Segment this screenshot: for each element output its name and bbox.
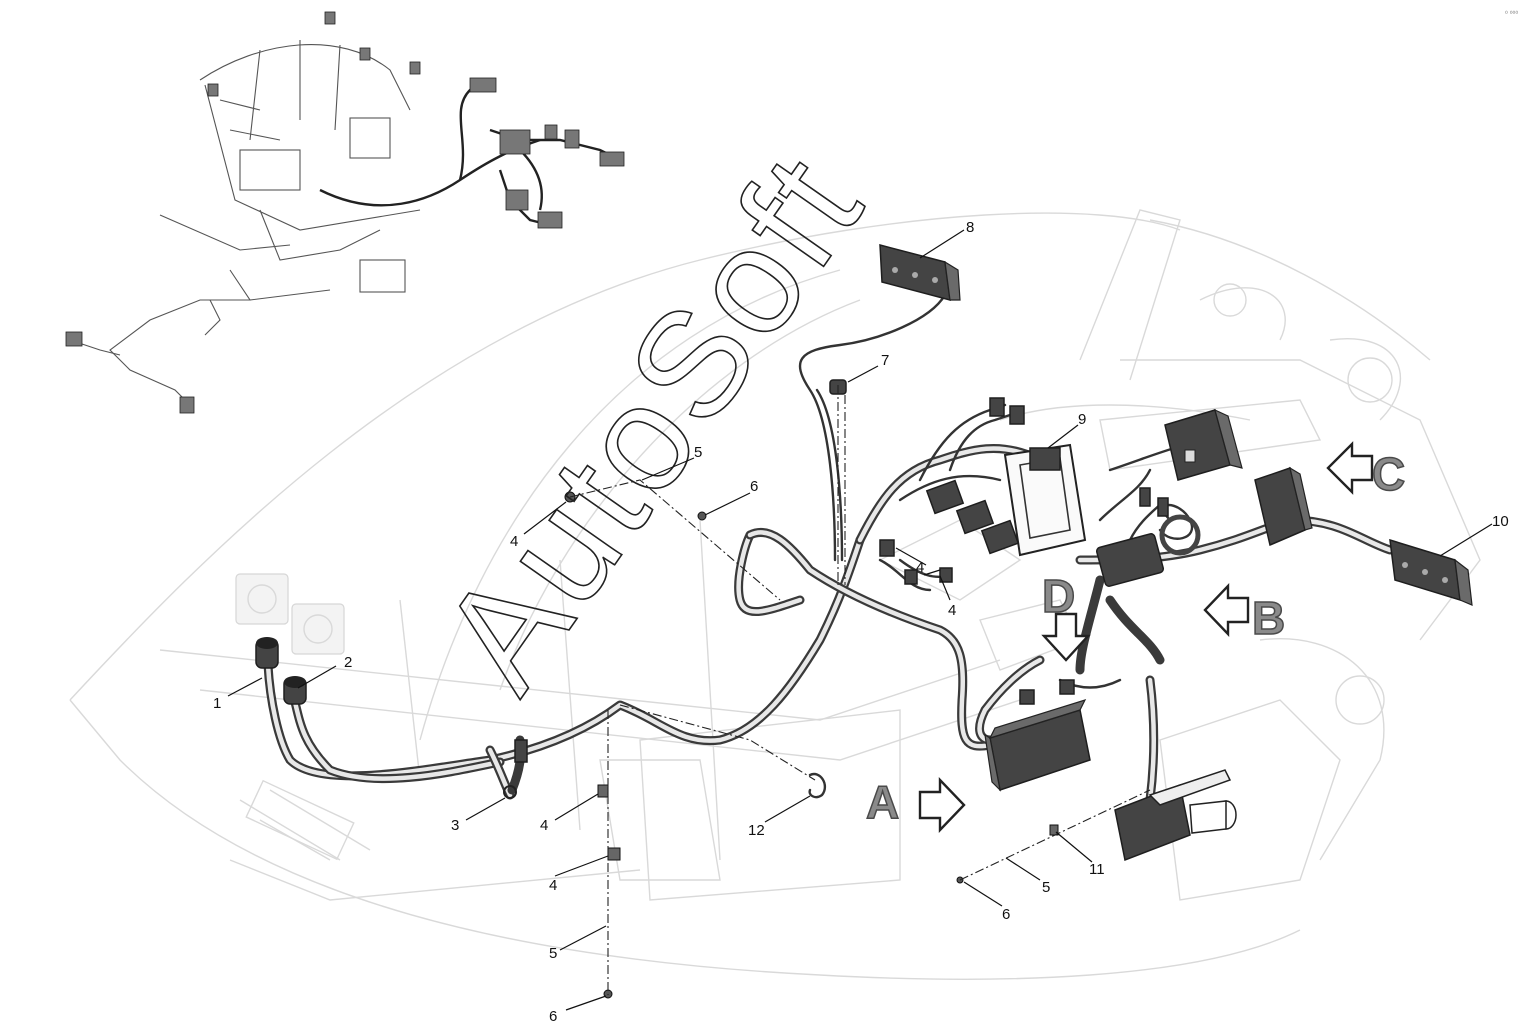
harness-clamp-3 [514, 739, 528, 763]
callout-8: 8 [966, 219, 974, 236]
battery [984, 679, 1091, 792]
callout-5: 5 [694, 444, 702, 461]
fastener-4-low [607, 847, 621, 861]
callout-2: 2 [344, 654, 352, 671]
callout-7: 7 [881, 352, 889, 369]
main-wiring-harness [263, 293, 1395, 805]
ghost-machine-outline [69, 209, 1481, 980]
callout-10: 10 [1492, 513, 1509, 530]
assembly-center-lines [569, 385, 1151, 995]
corner-code: ⁰ ⁰⁰⁰ [1505, 10, 1518, 18]
relay-cluster-middle [1095, 514, 1201, 587]
callout-11: 11 [1089, 861, 1105, 878]
connector-cluster-center [879, 397, 1169, 585]
view-b-label: B [1252, 592, 1285, 644]
callout-5: 5 [1042, 879, 1050, 896]
front-light-connector-1 [255, 637, 279, 669]
view-indicators: A B C D [865, 441, 1406, 833]
view-a-indicator: A [865, 775, 966, 833]
component-10-connector-block [1389, 538, 1473, 606]
fastener-6-top [697, 511, 707, 521]
fastener-11 [1049, 824, 1059, 836]
connector-bracket-11 [1114, 769, 1237, 862]
component-9-module-bracket [1003, 443, 1087, 557]
callout-6: 6 [750, 478, 758, 495]
view-b-indicator: B [1203, 583, 1286, 645]
callout-6: 6 [549, 1008, 557, 1025]
callout-leader-lines [227, 229, 1493, 1011]
overview-thumbnail [65, 11, 625, 414]
view-a-label: A [866, 776, 899, 828]
harness-components [255, 244, 1473, 999]
view-d-indicator: D [1041, 569, 1091, 662]
callout-4: 4 [549, 877, 557, 894]
callout-4: 4 [916, 559, 924, 576]
callout-6: 6 [1002, 906, 1010, 923]
callout-5: 5 [549, 945, 557, 962]
component-8-connector-block [879, 244, 961, 302]
view-c-indicator: C [1326, 441, 1406, 501]
relay-box-upper [1164, 408, 1243, 481]
front-light-connector-2 [283, 676, 307, 705]
callout-1: 1 [213, 695, 221, 712]
callout-4: 4 [510, 533, 518, 550]
callout-numbers: 1 2 3 4 4 4 4 4 5 5 5 6 6 6 7 8 9 10 11 … [213, 219, 1509, 1025]
fastener-4-mid [597, 784, 609, 798]
callout-4: 4 [540, 817, 548, 834]
view-c-label: C [1372, 448, 1405, 500]
callout-3: 3 [451, 817, 459, 834]
fuse-box-right [1254, 466, 1313, 547]
callout-4: 4 [948, 602, 956, 619]
callout-9: 9 [1078, 411, 1086, 428]
callout-12: 12 [748, 822, 765, 839]
